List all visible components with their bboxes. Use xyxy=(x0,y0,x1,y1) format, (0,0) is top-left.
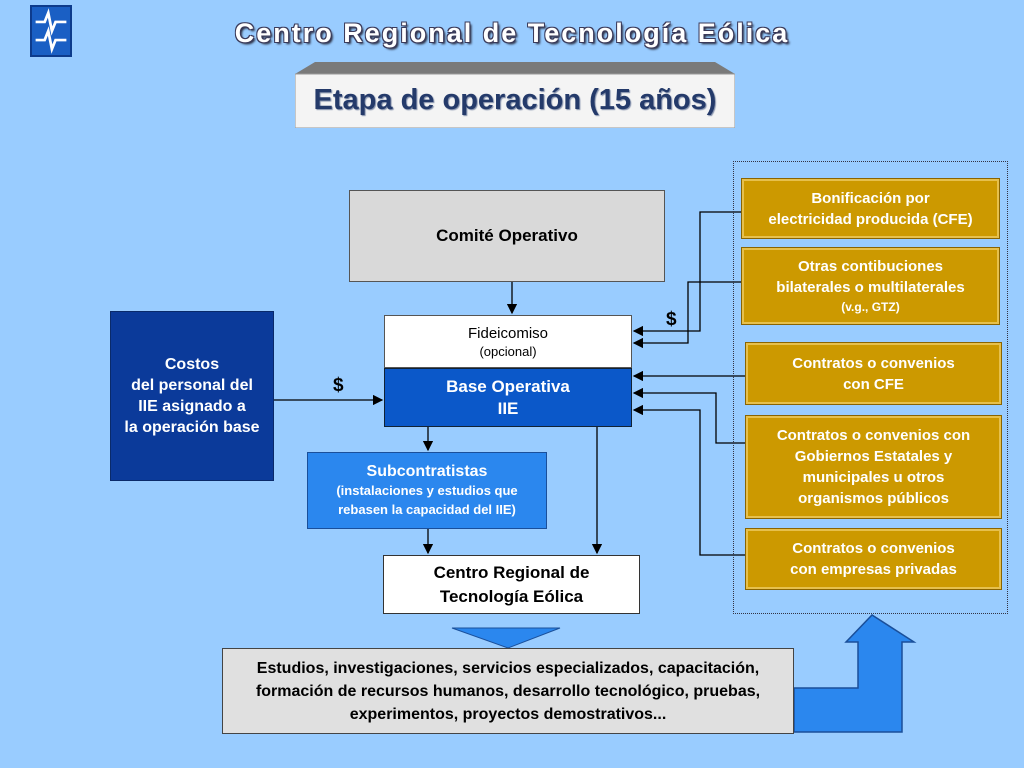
estudios-line-1: Estudios, investigaciones, servicios esp… xyxy=(256,659,760,677)
funding-source-line: Contratos o convenios xyxy=(792,540,955,557)
stage-banner: Etapa de operación (15 años) xyxy=(295,62,735,128)
funding-source-line: Contratos o convenios xyxy=(792,354,955,372)
dollar-label-costos: $ xyxy=(333,375,344,396)
funding-source-note: (v.g., GTZ) xyxy=(841,300,900,314)
centro-line-1: Centro Regional de xyxy=(433,562,590,582)
fideicomiso-label: Fideicomiso xyxy=(467,324,549,342)
dollar-label-funding: $ xyxy=(666,309,677,330)
subcontratistas-note-2: rebasen la capacidad del IIE) xyxy=(338,501,516,517)
funding-source-line: Otras contibuciones xyxy=(797,258,944,275)
funding-sources-group xyxy=(733,161,1008,614)
funding-source-line: Gobiernos Estatales y xyxy=(794,448,953,465)
estudios-line-3: experimentos, proyectos demostrativos... xyxy=(349,705,667,723)
funding-source-line: Bonificación por xyxy=(811,189,930,207)
base-operativa-box: Base Operativa IIE xyxy=(384,368,632,427)
logo-icon xyxy=(30,5,72,57)
funding-source-contratos-cfe: Contratos o convenios con CFE xyxy=(745,342,1002,405)
costos-line-4: la operación base xyxy=(124,419,260,436)
costos-line-3: IIE asignado a xyxy=(138,398,246,415)
funding-source-line: bilaterales o multilaterales xyxy=(776,279,965,296)
page-title: Centro Regional de Tecnología Eólica xyxy=(234,18,790,48)
fideicomiso-box: Fideicomiso (opcional) xyxy=(384,315,632,368)
funding-source-otras-contribuciones: Otras contibuciones bilaterales o multil… xyxy=(741,247,1000,325)
funding-source-contratos-gobiernos: Contratos o convenios con Gobiernos Esta… xyxy=(745,415,1002,519)
funding-source-line: electricidad producida (CFE) xyxy=(768,210,973,228)
stage-subtitle: Etapa de operación (15 años) xyxy=(313,84,717,116)
funding-source-line: organismos públicos xyxy=(798,490,949,507)
funding-source-line: con CFE xyxy=(843,375,904,393)
costos-box: Costos del personal del IIE asignado a l… xyxy=(110,311,274,481)
subcontratistas-box: Subcontratistas (instalaciones y estudio… xyxy=(307,452,547,529)
funding-source-line: municipales u otros xyxy=(802,469,945,486)
centro-regional-box: Centro Regional de Tecnología Eólica xyxy=(383,555,640,614)
funding-source-line: con empresas privadas xyxy=(790,561,957,578)
costos-line-2: del personal del xyxy=(131,377,253,394)
subcontratistas-note-1: (instalaciones y estudios que xyxy=(336,482,518,498)
subcontratistas-label: Subcontratistas xyxy=(366,462,488,480)
estudios-line-2: formación de recursos humanos, desarroll… xyxy=(255,682,761,700)
funding-source-contratos-empresas: Contratos o convenios con empresas priva… xyxy=(745,528,1002,590)
funding-source-bonificacion: Bonificación por electricidad producida … xyxy=(741,178,1000,239)
costos-line-1: Costos xyxy=(164,356,220,373)
fideicomiso-optional-label: (opcional) xyxy=(479,343,537,359)
base-operativa-label: Base Operativa xyxy=(446,376,570,396)
comite-operativo-box: Comité Operativo xyxy=(349,190,665,282)
centro-line-2: Tecnología Eólica xyxy=(439,586,584,606)
comite-label: Comité Operativo xyxy=(436,226,578,245)
base-operativa-org: IIE xyxy=(497,398,519,418)
estudios-box: Estudios, investigaciones, servicios esp… xyxy=(222,648,794,734)
funding-source-line: Contratos o convenios con xyxy=(776,427,971,444)
